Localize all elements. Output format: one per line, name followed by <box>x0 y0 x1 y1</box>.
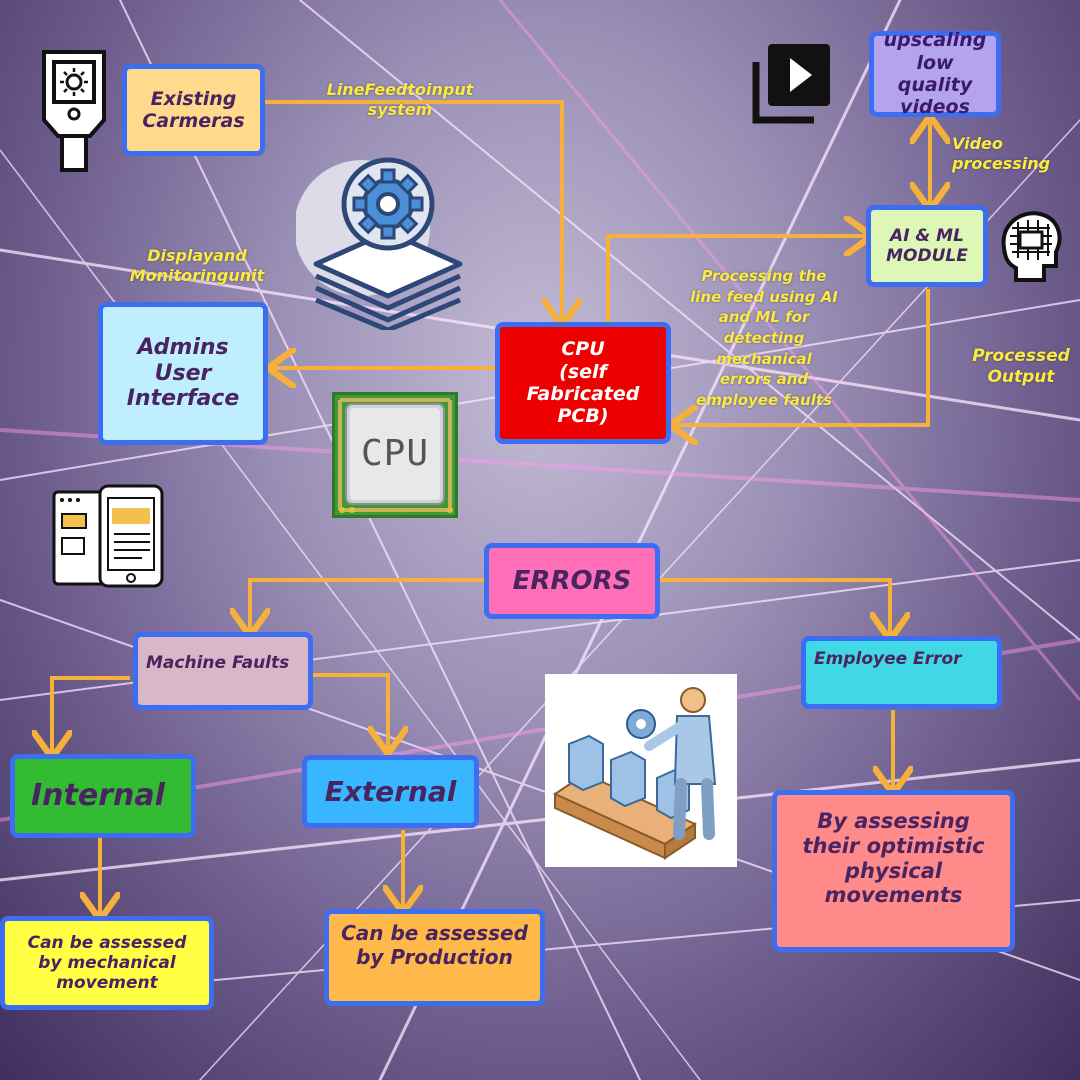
upscaling-videos-box: upscaling low quality videos <box>869 29 1001 118</box>
ai-head-icon <box>1001 211 1062 282</box>
external-box: External <box>302 755 479 828</box>
thermal-camera-icon <box>42 50 106 172</box>
video-library-icon <box>752 44 830 124</box>
display-monitoring-label: Displayand Monitoringunit <box>129 246 265 285</box>
errors-box: ERRORS <box>484 543 660 619</box>
employee-error-box: Employee Error <box>801 636 1002 709</box>
cpu-box: CPU (self Fabricated PCB) <box>495 322 671 444</box>
internal-assess-box: Can be assessed by mechanical movement <box>0 916 214 1010</box>
external-assess-box: Can be assessed by Production <box>324 909 545 1006</box>
ai-ml-module-box: AI & ML MODULE <box>866 205 988 287</box>
employee-assess-box: By assessing their optimistic physical m… <box>772 790 1015 952</box>
machine-faults-box: Machine Faults <box>133 632 313 710</box>
video-processing-label: Video processing <box>952 134 1051 173</box>
gear-stack-icon <box>296 157 463 330</box>
conveyor-worker-image <box>545 674 737 867</box>
line-feed-label: LineFeedtoinput system <box>326 80 474 119</box>
admins-user-interface-box: Admins User Interface <box>98 302 268 445</box>
existing-cameras-box: Existing Carmeras <box>122 64 265 156</box>
processed-output-label: Processed Output <box>972 346 1070 388</box>
processing-line-feed-label: Processing the line feed using AI and ML… <box>690 267 838 410</box>
cpu-chip-icon <box>332 392 458 518</box>
internal-box: Internal <box>10 754 196 838</box>
cpu-chip-text: CPU <box>360 433 430 474</box>
mobile-devices-icon <box>52 484 164 588</box>
